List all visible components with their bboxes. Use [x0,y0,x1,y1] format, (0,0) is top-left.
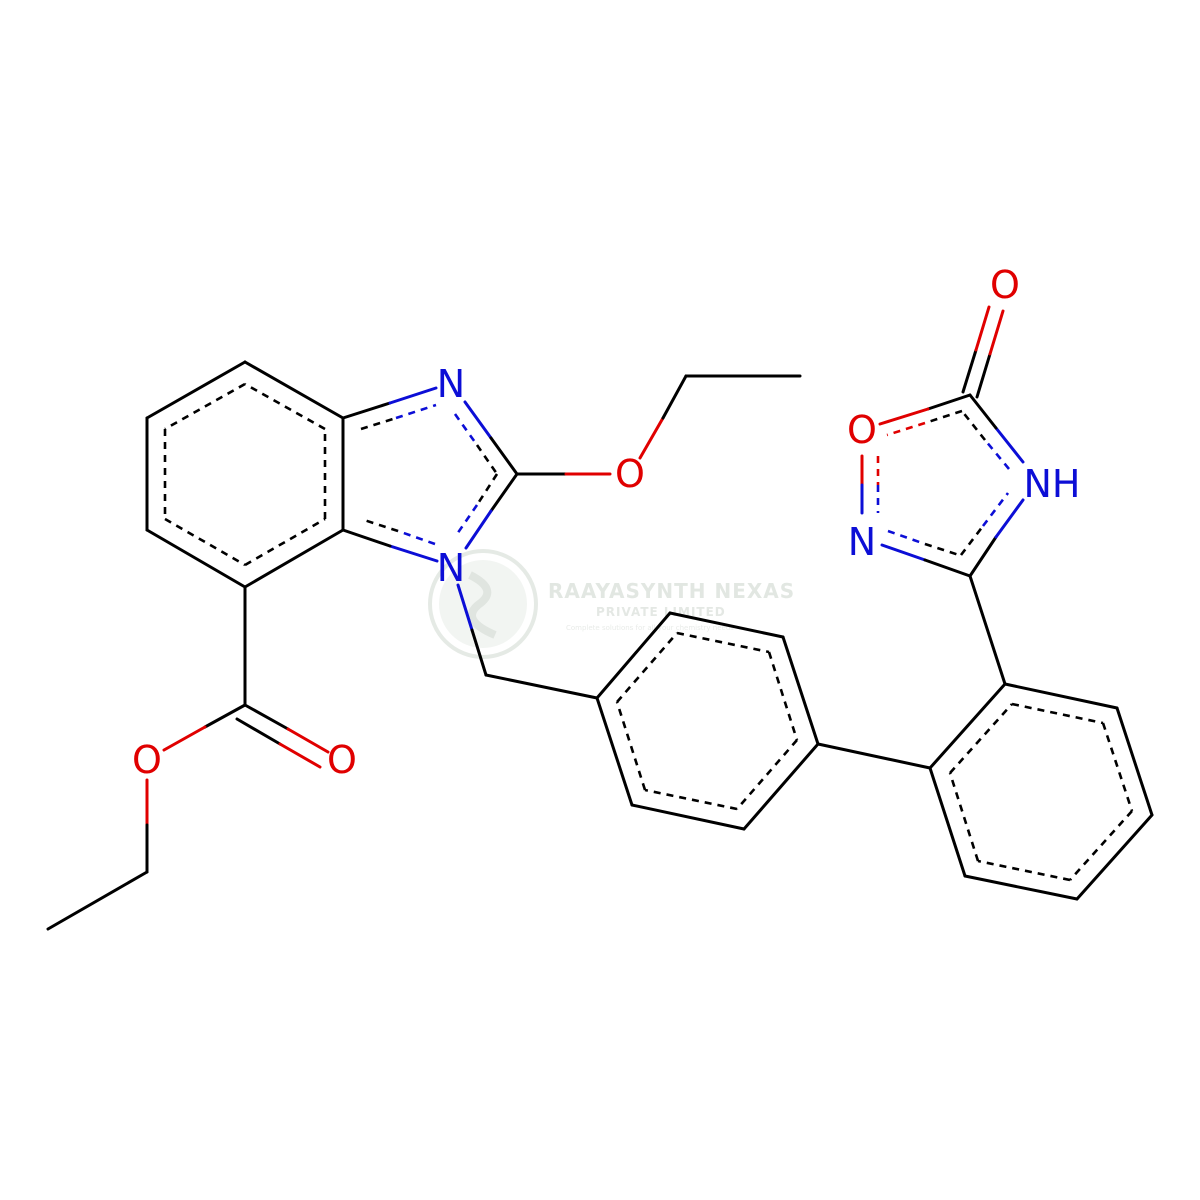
atom-nh-oxadiazole: NH [1024,462,1081,506]
atom-o-ester-double: O [327,738,357,782]
methylene-linker [456,583,599,700]
ethyl-ester-group [46,585,330,931]
biaryl-bond [816,742,932,770]
watermark-title: RAAYASYNTH NEXAS [548,579,795,603]
lower-phenyl-ring [928,682,1154,901]
atom-o-carbonyl: O [990,263,1020,307]
oxadiazolone-carbonyl [961,305,1005,399]
atom-n-benzimidazole: N [437,546,465,590]
atom-o-oxadiazole: O [847,408,877,452]
watermark-logo-mark [467,571,497,639]
atom-labels: N N O O O O NH N O [132,263,1080,782]
ethoxy-group [515,374,802,476]
benzimidazole-benzene-ring [145,360,345,589]
watermark-logo-ring [428,549,538,659]
oxadiazolone-ring [860,393,1025,578]
atom-o-ethoxy: O [615,452,645,496]
atom-n-imine: N [437,362,465,406]
central-phenyl-ring [595,611,820,831]
imidazole-ring [341,386,519,563]
watermark-subtitle: PRIVATE LIMITED [596,605,726,619]
watermark-tagline: Complete solutions for all your chemistr… [566,624,734,632]
watermark: RAAYASYNTH NEXAS PRIVATE LIMITED Complet… [428,549,795,659]
atom-o-ester-single: O [132,738,162,782]
phenyl-oxadiazole-bond [968,574,1007,686]
atom-n-oxadiazole: N [848,520,876,564]
